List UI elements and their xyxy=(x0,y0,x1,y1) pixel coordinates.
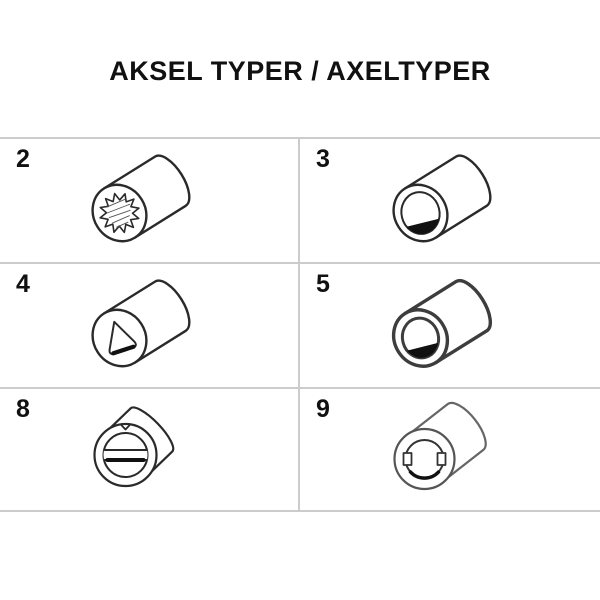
axle-cell-2: 2 xyxy=(0,137,300,262)
axle-cell-4: 4 xyxy=(0,262,300,387)
spline-bore-axle-illustration xyxy=(91,154,191,243)
axle-cell-3: 3 xyxy=(300,137,600,262)
axle-number-4: 4 xyxy=(16,270,30,298)
axle-cell-5: 5 xyxy=(300,262,600,387)
double-notch-bore-axle-illustration xyxy=(393,401,487,491)
axle-number-3: 3 xyxy=(316,145,330,173)
d-bore-axle-illustration xyxy=(392,154,492,243)
axle-number-9: 9 xyxy=(316,395,330,423)
slot-bore-axle-illustration xyxy=(93,406,175,488)
axle-cell-8: 8 xyxy=(0,387,300,512)
triangle-bore-axle-illustration xyxy=(91,279,191,368)
axle-grid: 2 xyxy=(0,137,600,512)
axle-number-2: 2 xyxy=(16,145,30,173)
page-title: AKSEL TYPER / AXELTYPER xyxy=(109,56,491,86)
axle-number-5: 5 xyxy=(316,270,330,298)
axle-number-8: 8 xyxy=(16,395,30,423)
axle-cell-9: 9 xyxy=(300,387,600,512)
d-bore-thick-axle-illustration xyxy=(391,278,492,368)
